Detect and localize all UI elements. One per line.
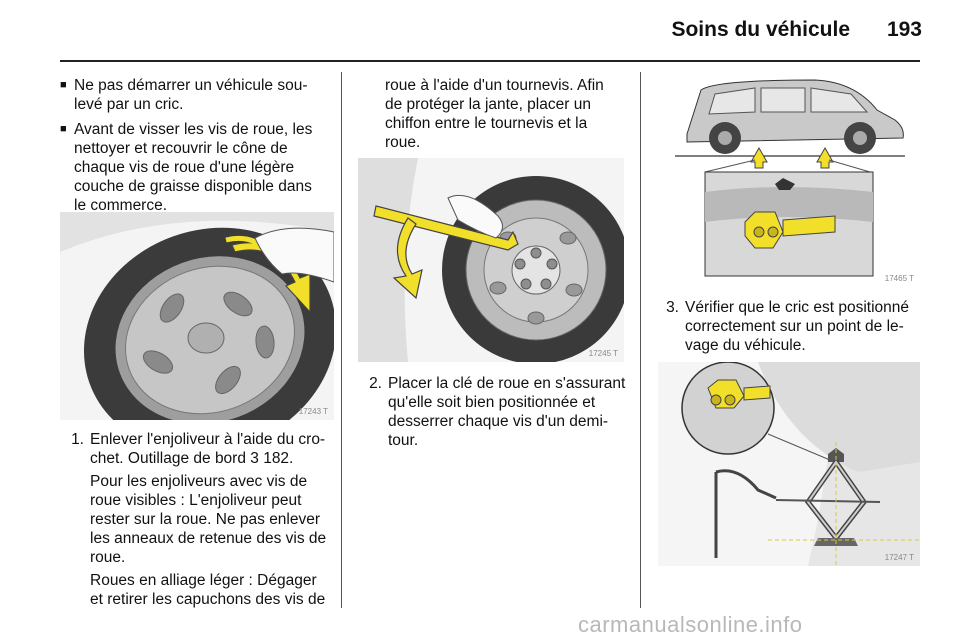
- jacking-points-illustration: 17465 T: [655, 72, 920, 287]
- header-divider: [60, 60, 920, 62]
- watermark: carmanualsonline.info: [578, 612, 803, 637]
- bullet-item: ■ Avant de visser les vis de roue, les n…: [60, 120, 332, 215]
- step-number: 3.: [666, 299, 679, 316]
- paragraph: Roues en alliage léger : Dégager et reti…: [90, 572, 326, 608]
- step-2: 2. Placer la clé de roue en s'assurant q…: [358, 374, 636, 450]
- column-1: ■ Ne pas démarrer un véhicule sou- levé …: [60, 76, 332, 221]
- step-text: Vérifier que le cric est positionné corr…: [685, 299, 910, 354]
- hubcap-removal-illustration: 17243 T: [60, 212, 334, 420]
- step-1: 1. Enlever l'enjoliveur à l'aide du cro-…: [60, 430, 332, 468]
- step-3: 3. Vérifier que le cric est positionné c…: [655, 298, 923, 355]
- bullet-item: ■ Ne pas démarrer un véhicule sou- levé …: [60, 76, 332, 114]
- column-1-steps: 1. Enlever l'enjoliveur à l'aide du cro-…: [60, 430, 332, 613]
- wheel-wrench-illustration: 17245 T: [358, 158, 624, 362]
- step-text: Enlever l'enjoliveur à l'aide du cro- ch…: [90, 431, 326, 467]
- column-3-steps: 3. Vérifier que le cric est positionné c…: [655, 298, 923, 355]
- figure-reference: 17465 T: [884, 274, 914, 283]
- column-2-steps: 2. Placer la clé de roue en s'assurant q…: [358, 374, 636, 450]
- page-title: Soins du véhicule: [671, 18, 850, 41]
- step-number: 2.: [369, 375, 382, 392]
- column-divider-1: [341, 72, 342, 608]
- bullet-square-icon: ■: [60, 79, 67, 91]
- step-text: Placer la clé de roue en s'assurant qu'e…: [388, 375, 626, 449]
- column-2: roue à l'aide d'un tournevis. Afin de pr…: [355, 76, 633, 156]
- bullet-text: Avant de visser les vis de roue, les net…: [74, 121, 313, 214]
- page-number: 193: [886, 18, 922, 41]
- figure-reference: 17247 T: [884, 553, 914, 562]
- jack-positioning-illustration: 17247 T: [658, 362, 920, 566]
- paragraph: roue à l'aide d'un tournevis. Afin de pr…: [385, 77, 604, 151]
- paragraph: Pour les enjoliveurs avec vis de roue vi…: [90, 473, 327, 566]
- bullet-text: Ne pas démarrer un véhicule sou- levé pa…: [74, 77, 308, 113]
- figure-reference: 17245 T: [588, 349, 618, 358]
- column-divider-2: [640, 72, 641, 608]
- figure-reference: 17243 T: [298, 407, 328, 416]
- step-number: 1.: [71, 431, 84, 448]
- bullet-square-icon: ■: [60, 123, 67, 135]
